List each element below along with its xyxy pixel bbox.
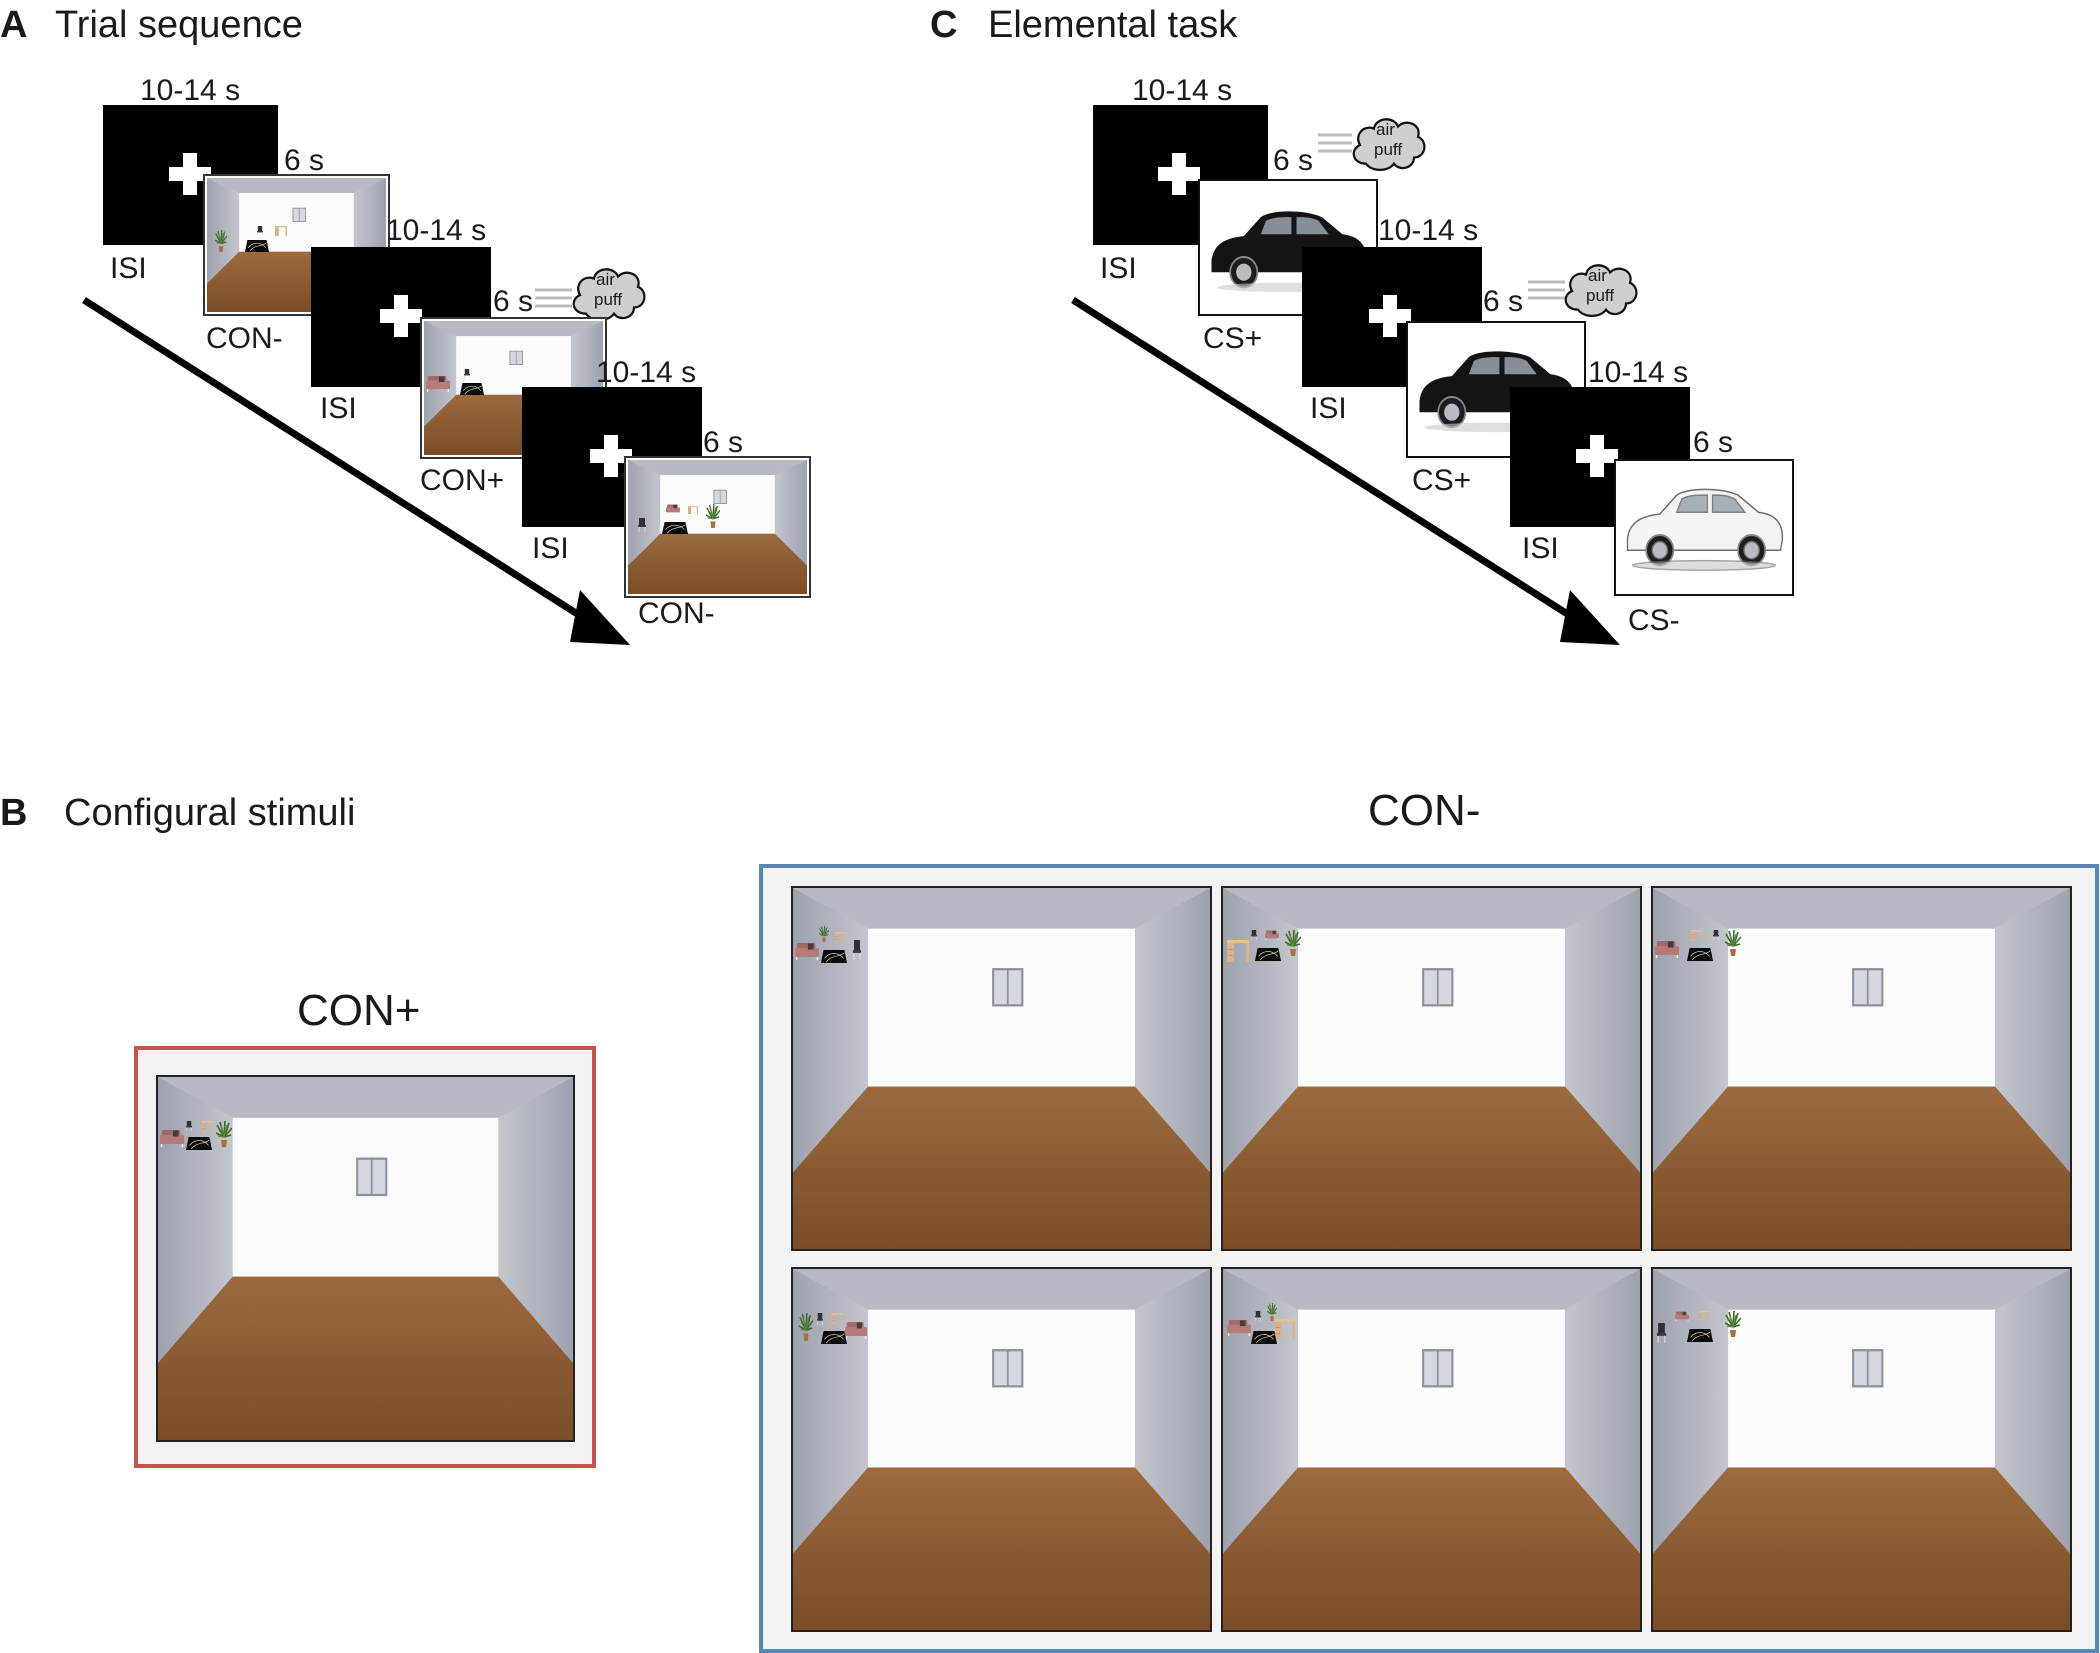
air-puff: air puff <box>535 269 644 320</box>
stim-label: CS+ <box>1412 464 1471 497</box>
panel-c: C Elemental task 10-14 s ISI air puff 6 … <box>930 4 1794 645</box>
stim-duration: 6 s <box>1273 144 1313 177</box>
con-plus-room <box>156 1075 575 1442</box>
isi-duration: 10-14 s <box>140 74 240 107</box>
con-minus-room <box>1651 1267 2072 1632</box>
time-arrow-a <box>82 297 592 625</box>
plus-icon <box>590 435 632 477</box>
air-puff-line-1: air <box>1588 266 1607 285</box>
trial-step: 10-14 s ISI air puff 6 s CS+ <box>1302 214 1636 497</box>
stim-label: CON- <box>638 597 715 630</box>
panel-b: B Configural stimuli CON+ CON- <box>0 786 2099 1653</box>
stim-duration: 6 s <box>703 426 743 459</box>
car-stimulus <box>1614 459 1794 596</box>
stim-label: CS+ <box>1203 322 1262 355</box>
isi-duration: 10-14 s <box>386 214 486 247</box>
air-puff-line-2: puff <box>1374 140 1402 159</box>
stim-duration: 6 s <box>1483 285 1523 318</box>
air-puff: air puff <box>1318 119 1424 170</box>
con-minus-room <box>1221 886 1642 1251</box>
arrow-icon <box>1560 590 1620 645</box>
con-minus-room <box>1651 886 2072 1251</box>
isi-duration: 10-14 s <box>1378 214 1478 247</box>
isi-duration: 10-14 s <box>1132 74 1232 107</box>
isi-label: ISI <box>1100 252 1137 285</box>
isi-label: ISI <box>110 252 147 285</box>
stim-duration: 6 s <box>1693 426 1733 459</box>
trial-step: 10-14 s ISI 6 s CON- <box>103 74 390 355</box>
trial-step: 10-14 s ISI 6 s CON- <box>522 356 811 630</box>
panel-a-title: Trial sequence <box>55 4 303 46</box>
isi-label: ISI <box>532 532 569 565</box>
isi-label: ISI <box>1310 392 1347 425</box>
panel-b-letter: B <box>0 792 27 834</box>
air-puff-line-1: air <box>1376 120 1395 139</box>
panel-b-title: Configural stimuli <box>64 792 355 834</box>
stim-label: CS- <box>1628 604 1680 637</box>
panel-c-letter: C <box>930 4 957 46</box>
time-arrow-c <box>1071 297 1582 625</box>
con-minus-room <box>1221 1267 1642 1632</box>
con-minus-room <box>791 1267 1212 1632</box>
trial-step: 10-14 s ISI air puff 6 s CON <box>311 214 644 497</box>
air-puff: air puff <box>1528 265 1636 316</box>
plus-icon <box>1576 435 1618 477</box>
stim-label: CON- <box>206 322 283 355</box>
isi-label: ISI <box>1522 532 1559 565</box>
isi-duration: 10-14 s <box>596 356 696 389</box>
panel-a-letter: A <box>0 4 27 46</box>
stim-duration: 6 s <box>284 144 324 177</box>
con-minus-room <box>791 886 1212 1251</box>
plus-icon <box>169 153 211 195</box>
plus-icon <box>1158 153 1200 195</box>
plus-icon <box>380 295 422 337</box>
trial-step: 10-14 s ISI 6 s CS- <box>1510 356 1794 637</box>
isi-label: ISI <box>320 392 357 425</box>
stim-label: CON+ <box>420 464 504 497</box>
isi-duration: 10-14 s <box>1588 356 1688 389</box>
air-puff-line-2: puff <box>594 290 622 309</box>
arrow-icon <box>570 590 630 645</box>
plus-icon <box>1369 295 1411 337</box>
panel-c-title: Elemental task <box>988 4 1238 46</box>
con-minus-label: CON- <box>1368 786 1480 835</box>
con-plus-label: CON+ <box>297 986 420 1035</box>
air-puff-line-1: air <box>596 270 615 289</box>
stim-duration: 6 s <box>493 285 533 318</box>
air-puff-line-2: puff <box>1586 286 1614 305</box>
panel-a: A Trial sequence 10-14 s ISI 6 s CON- <box>0 4 811 645</box>
room-stimulus <box>624 456 811 598</box>
